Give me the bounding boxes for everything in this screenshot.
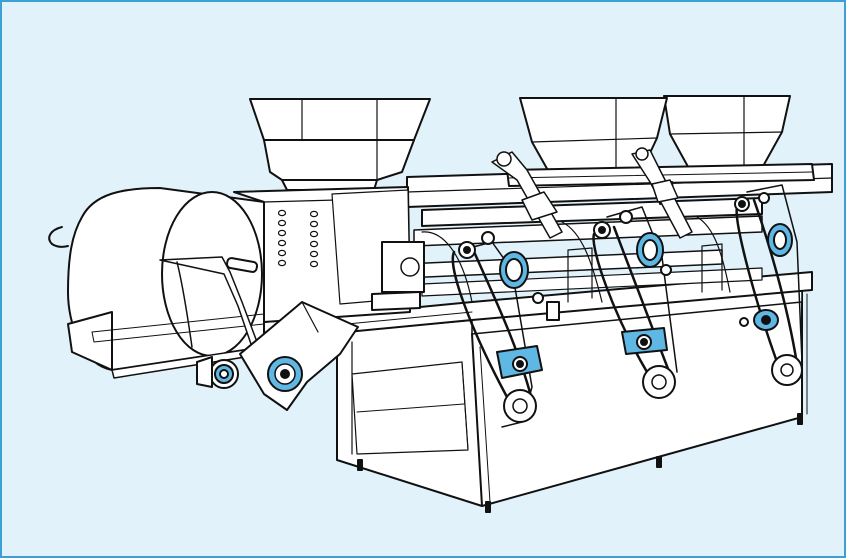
base-cabinet xyxy=(336,289,808,507)
hopper-left xyxy=(249,98,431,191)
gearbox-housing xyxy=(233,186,425,323)
frame-arms xyxy=(491,147,693,239)
housing-vent-holes xyxy=(277,209,319,268)
drum-drive-pulley xyxy=(196,356,239,389)
belt-assembly-1 xyxy=(451,231,560,428)
front-drive-plate xyxy=(239,301,359,411)
belt-assembly-3 xyxy=(734,184,803,386)
inner-details xyxy=(421,216,731,303)
hopper-right xyxy=(663,95,791,175)
cabinet-feet xyxy=(357,413,803,513)
